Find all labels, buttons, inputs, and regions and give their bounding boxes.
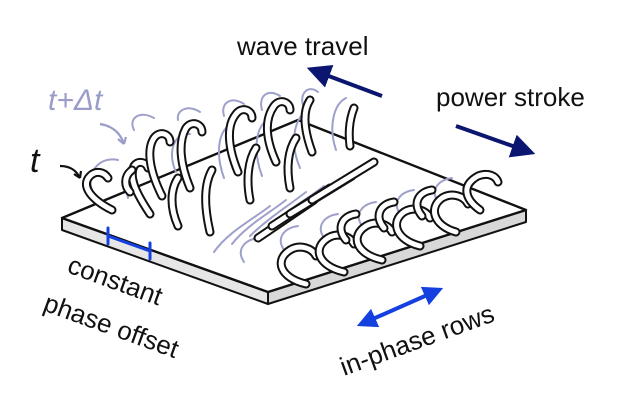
ghost-cilium xyxy=(357,201,377,227)
cilium xyxy=(121,165,137,197)
phase-offset-label: phase offset xyxy=(40,287,184,364)
cilium xyxy=(283,133,301,193)
cilium xyxy=(201,165,217,237)
in-phase-rows-label: in-phase rows xyxy=(336,298,498,382)
cilium xyxy=(145,129,175,201)
t-plus-dt-label: t+Δt xyxy=(48,84,104,117)
cilium xyxy=(167,173,183,231)
dt-pointer xyxy=(99,122,126,145)
cilium xyxy=(430,190,473,237)
cilium xyxy=(263,97,295,167)
ghost-cilium xyxy=(279,225,299,251)
cilium xyxy=(462,169,503,215)
ghost-cilium xyxy=(231,199,287,245)
power-stroke-arrow xyxy=(455,124,536,158)
cilium xyxy=(225,105,257,177)
cilium xyxy=(412,185,437,221)
phase-offset-marker xyxy=(106,226,152,261)
dt-pointer-head xyxy=(117,136,128,145)
cilium xyxy=(300,95,317,157)
t-label: t xyxy=(30,142,41,180)
cilium xyxy=(374,197,399,233)
ghost-cilium xyxy=(319,213,339,239)
cilium xyxy=(307,157,379,205)
ghost-cilium xyxy=(331,97,347,151)
cilia-group xyxy=(81,95,503,289)
wave-travel-label: wave travel xyxy=(236,31,369,61)
ghost-cilium xyxy=(249,191,307,237)
ghost-cilium xyxy=(222,99,245,117)
t-pointer-head xyxy=(73,170,83,179)
wave-travel-arrow xyxy=(306,64,383,98)
ghost-cilium xyxy=(213,205,271,253)
cilium xyxy=(243,143,261,205)
ghost-cilium xyxy=(176,107,201,121)
cilium xyxy=(81,167,117,215)
ghost-cilium xyxy=(260,91,281,111)
cilium xyxy=(336,209,361,245)
power-stroke-label: power stroke xyxy=(436,82,585,112)
ghost-cilium xyxy=(131,113,155,131)
cilium xyxy=(176,119,207,193)
cilium xyxy=(276,242,321,289)
cilium xyxy=(344,103,359,151)
in-phase-arrow xyxy=(356,286,444,328)
